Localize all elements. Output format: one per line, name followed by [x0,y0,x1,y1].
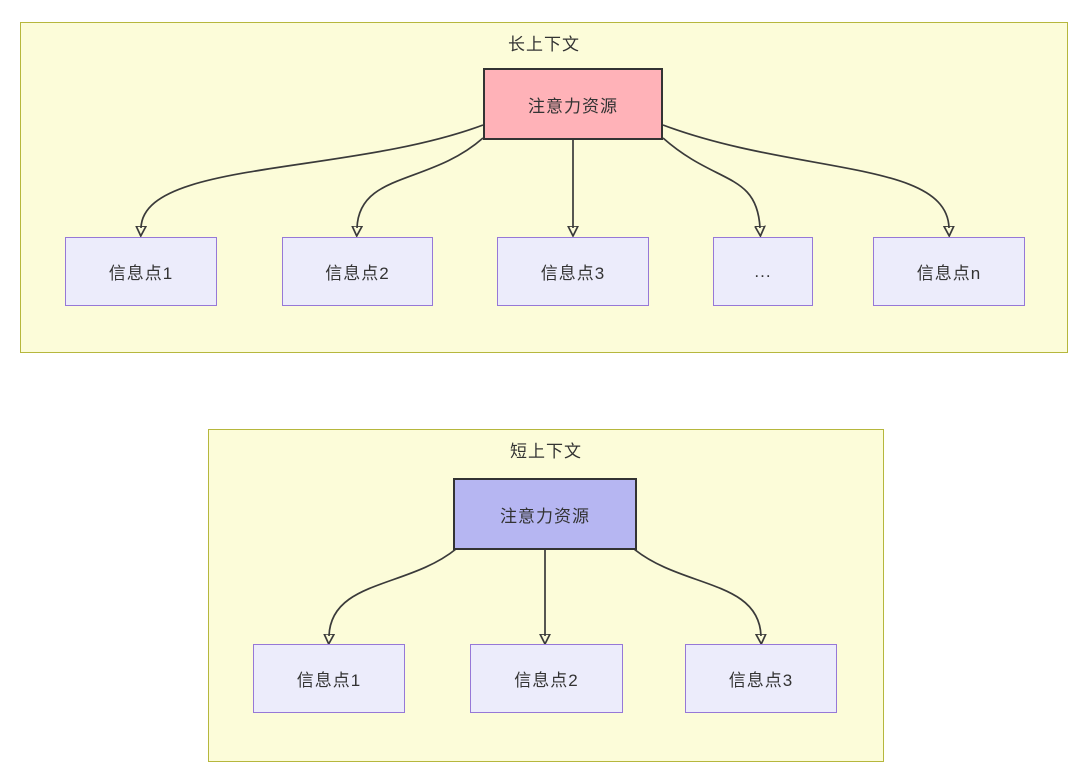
long-info-box-2: 信息点2 [282,237,433,306]
long-info-label-ellipsis: ... [754,261,772,281]
short-info-label-1: 信息点1 [296,671,362,690]
long-attention-label: 注意力资源 [528,96,618,116]
short-info-box-1: 信息点1 [253,644,405,713]
short-info-box-2: 信息点2 [470,644,623,713]
long-info-label-2: 信息点2 [325,264,390,283]
long-info-box-ellipsis: ... [713,237,813,306]
long-info-label-n: 信息点n [916,264,982,283]
short-info-box-3: 信息点3 [685,644,837,713]
long-info-box-3: 信息点3 [497,237,649,306]
long-info-box-1: 信息点1 [65,237,217,306]
short-context-title: 短上下文 [510,442,582,461]
short-attention-box: 注意力资源 [453,478,637,550]
long-info-box-n: 信息点n [873,237,1025,306]
long-info-label-1: 信息点1 [108,264,174,283]
short-info-label-3: 信息点3 [728,671,794,690]
short-info-label-2: 信息点2 [514,671,579,690]
long-context-title: 长上下文 [508,35,580,54]
long-attention-box: 注意力资源 [483,68,663,140]
short-attention-label: 注意力资源 [500,506,590,526]
long-info-label-3: 信息点3 [540,264,606,283]
